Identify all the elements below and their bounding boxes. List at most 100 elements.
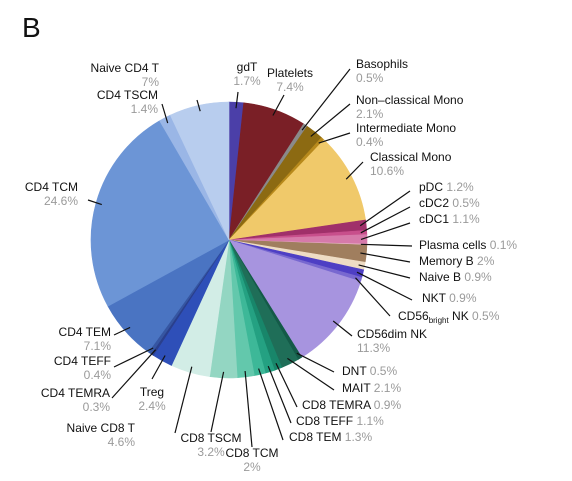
- leader-line: [210, 371, 225, 433]
- slice-name: CD56dim NK: [357, 327, 427, 341]
- slice-name: Naive CD4 T: [91, 61, 160, 75]
- leader-line: [360, 252, 411, 263]
- slice-percent: 0.4%: [84, 368, 112, 382]
- leader-line: [87, 199, 102, 206]
- leader-line: [360, 243, 413, 247]
- slice-label: cDC1 1.1%: [419, 212, 480, 226]
- slice-name: Treg: [140, 385, 164, 399]
- slice-name: CD4 TCM: [25, 180, 78, 194]
- leader-line: [318, 132, 351, 144]
- slice-name: DNT: [342, 364, 367, 378]
- slice-percent: 10.6%: [370, 164, 404, 178]
- leader-line: [296, 352, 335, 373]
- slice-percent: 1.2%: [443, 180, 474, 194]
- slice-percent: 11.3%: [357, 341, 390, 355]
- slice-percent: 0.3%: [83, 400, 111, 414]
- slice-name: Naive B: [419, 270, 461, 284]
- leader-line: [244, 370, 253, 448]
- slice-name: CD4 TEM: [59, 325, 111, 339]
- leader-line: [287, 357, 335, 391]
- slice-name: CD4 TEMRA: [41, 386, 110, 400]
- slice-percent: 1.7%: [233, 74, 261, 88]
- slice-percent: 0.9%: [370, 398, 401, 412]
- slice-label: CD8 TEMRA 0.9%: [302, 398, 401, 412]
- slice-name: CD8 TEMRA: [302, 398, 371, 412]
- slice-name: CD8 TEM: [289, 430, 341, 444]
- panel-label: B: [22, 12, 41, 43]
- slice-label: DNT 0.5%: [342, 364, 397, 378]
- leader-line: [113, 326, 131, 336]
- leader-line: [360, 222, 411, 240]
- slice-percent: 7.1%: [84, 339, 112, 353]
- leader-line: [113, 347, 154, 368]
- slice-percent: 0.4%: [356, 135, 384, 149]
- slice-label: Memory B 2%: [419, 254, 495, 268]
- leader-line: [275, 363, 298, 408]
- slice-name: NKT: [422, 291, 447, 305]
- slice-name: Non–classical Mono: [356, 93, 464, 107]
- slice-name: cDC2: [419, 196, 449, 210]
- slice-label: NKT 0.9%: [422, 291, 477, 305]
- slice-name-tail: NK: [449, 309, 469, 323]
- slice-percent: 1.3%: [341, 430, 372, 444]
- slice-name: Memory B: [419, 254, 474, 268]
- slice-name-subscript: bright: [429, 316, 450, 325]
- leader-line: [345, 161, 364, 180]
- slice-percent: 1.1%: [449, 212, 480, 226]
- leader-line: [258, 368, 284, 441]
- leader-line: [360, 206, 411, 234]
- slice-label: cDC2 0.5%: [419, 196, 480, 210]
- leader-line: [267, 365, 292, 424]
- slice-name: CD8 TCM: [225, 446, 278, 460]
- slice-percent: 0.9%: [461, 270, 492, 284]
- slice-percent: 2.1%: [356, 107, 384, 121]
- slice-name: pDC: [419, 180, 443, 194]
- leader-line: [111, 349, 157, 399]
- slice-label: MAIT 2.1%: [342, 381, 401, 395]
- leader-line: [332, 320, 353, 337]
- slice-percent: 7%: [142, 75, 160, 89]
- slice-name: CD4 TEFF: [54, 354, 111, 368]
- slice-name: MAIT: [342, 381, 371, 395]
- slice-percent: 2.1%: [370, 381, 401, 395]
- slice-percent: 0.5%: [449, 196, 480, 210]
- slice-name: CD56: [398, 309, 429, 323]
- slice-percent: 1.4%: [131, 102, 159, 116]
- slice-label: Plasma cells 0.1%: [419, 238, 517, 252]
- slice-percent: 0.5%: [469, 309, 500, 323]
- slice-name: CD8 TEFF: [296, 414, 353, 428]
- slice-name: Basophils: [356, 57, 408, 71]
- slice-name: Classical Mono: [370, 150, 452, 164]
- leader-line: [196, 99, 201, 112]
- slice-percent: 0.9%: [446, 291, 477, 305]
- leader-line: [356, 271, 413, 301]
- leader-line: [358, 264, 411, 279]
- leader-line: [359, 190, 411, 227]
- slice-percent: 2.4%: [138, 399, 166, 413]
- slice-name: Plasma cells: [419, 238, 486, 252]
- slice-percent: 7.4%: [276, 80, 304, 94]
- slice-percent: 0.1%: [486, 238, 517, 252]
- slice-name: Naive CD8 T: [67, 421, 136, 435]
- slice-percent: 4.6%: [108, 435, 136, 449]
- slice-name: Intermediate Mono: [356, 121, 456, 135]
- slice-percent: 3.2%: [197, 445, 225, 459]
- slice-label: pDC 1.2%: [419, 180, 474, 194]
- slice-label: Naive B 0.9%: [419, 270, 492, 284]
